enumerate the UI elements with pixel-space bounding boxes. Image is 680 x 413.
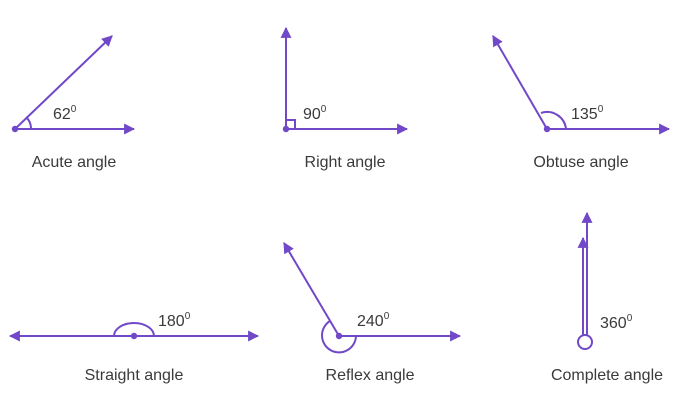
reflex-angle-arc — [321, 320, 357, 354]
obtuse-caption: Obtuse angle — [533, 154, 628, 171]
acute-angle-arc — [25, 116, 33, 130]
straight-measure-label: 1800 — [158, 311, 191, 330]
right-caption: Right angle — [305, 154, 386, 171]
reflex-measure-label: 2400 — [357, 311, 390, 330]
obtuse-measure-label: 1350 — [571, 104, 604, 123]
obtuse-angle-figure — [492, 35, 671, 135]
right-measure-label: 900 — [303, 104, 327, 123]
acute-caption: Acute angle — [32, 154, 117, 171]
obtuse-vertex-dot — [543, 125, 551, 133]
complete-caption: Complete angle — [551, 367, 663, 384]
reflex-arm-ray — [283, 242, 340, 337]
right-angle-figure — [280, 26, 409, 135]
straight-caption: Straight angle — [85, 367, 184, 384]
acute-measure-label: 620 — [53, 104, 77, 123]
acute-arm-ray — [14, 35, 113, 130]
complete-measure-label: 3600 — [600, 313, 633, 332]
complete-angle-circle — [577, 334, 593, 350]
complete-angle-figure — [577, 211, 593, 350]
straight-vertex-dot — [130, 332, 138, 340]
obtuse-angle-arc — [540, 111, 567, 130]
obtuse-arm-ray — [492, 35, 548, 130]
reflex-vertex-dot — [335, 332, 343, 340]
reflex-caption: Reflex angle — [326, 367, 415, 384]
right-vertex-dot — [282, 125, 290, 133]
acute-vertex-dot — [11, 125, 19, 133]
right-angle-square-marker — [286, 119, 296, 129]
straight-angle-arc — [113, 322, 155, 337]
reflex-angle-figure — [283, 242, 462, 354]
straight-angle-figure — [8, 322, 260, 342]
acute-angle-figure — [11, 35, 136, 135]
